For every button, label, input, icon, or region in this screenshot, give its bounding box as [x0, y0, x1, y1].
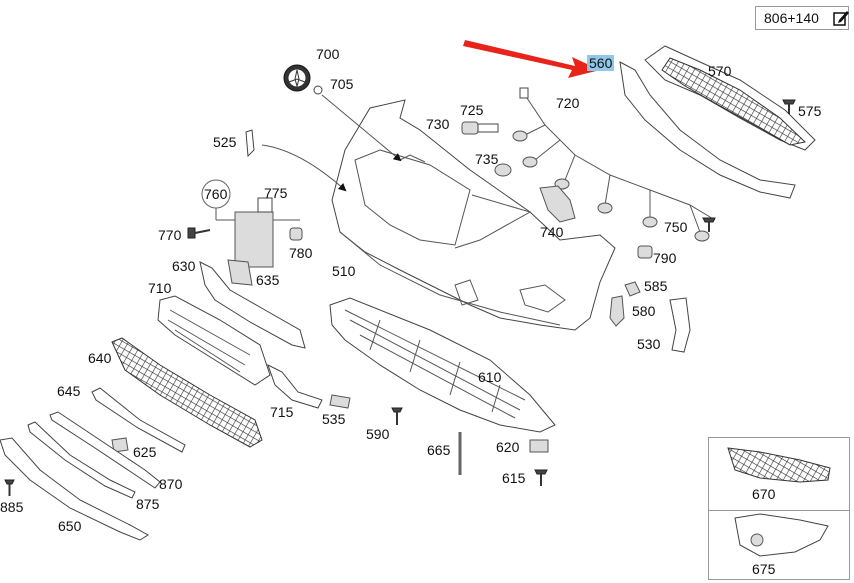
bracket-525 — [245, 129, 255, 158]
emblem-700 — [283, 64, 311, 92]
inset-box-670 — [708, 437, 850, 511]
clip-585 — [624, 281, 641, 297]
trim-715 — [267, 364, 323, 409]
label-740: 740 — [540, 224, 564, 240]
label-750: 750 — [664, 219, 688, 235]
label-580: 580 — [632, 303, 656, 319]
label-665: 665 — [427, 442, 451, 458]
label-560: 560 — [587, 55, 615, 71]
clip-535 — [329, 394, 351, 409]
screw-750 — [702, 217, 716, 232]
clip-705 — [313, 85, 323, 95]
bracket-insert-675 — [734, 513, 829, 557]
label-720: 720 — [556, 95, 580, 111]
label-710: 710 — [148, 280, 172, 296]
bracket-635 — [227, 259, 253, 286]
label-650: 650 — [58, 518, 82, 534]
label-675: 675 — [752, 561, 776, 577]
label-715: 715 — [270, 404, 294, 420]
label-630: 630 — [172, 258, 196, 274]
label-735: 735 — [475, 151, 499, 167]
trim-870 — [49, 411, 161, 489]
label-570: 570 — [708, 63, 732, 79]
label-870: 870 — [159, 476, 183, 492]
clip-790 — [637, 245, 653, 259]
label-610: 610 — [478, 369, 502, 385]
label-535: 535 — [322, 411, 346, 427]
carrier-710 — [157, 295, 271, 386]
inset-box-675 — [708, 509, 850, 580]
label-585: 585 — [644, 278, 668, 294]
label-770: 770 — [158, 227, 182, 243]
label-705: 705 — [330, 76, 354, 92]
label-775: 775 — [264, 185, 288, 201]
label-635: 635 — [256, 272, 280, 288]
sensors-725-730-735 — [461, 121, 512, 177]
label-885: 885 — [0, 499, 24, 515]
license-plate-bracket-760 — [201, 179, 303, 268]
trim-875 — [27, 421, 136, 499]
grille-570 — [619, 45, 816, 199]
edit-icon[interactable] — [833, 9, 849, 27]
label-725: 725 — [460, 102, 484, 118]
label-645: 645 — [57, 383, 81, 399]
label-510: 510 — [332, 263, 356, 279]
label-790: 790 — [653, 250, 677, 266]
label-590: 590 — [366, 426, 390, 442]
diagram-code-box: 806+140 — [755, 6, 849, 30]
clip-625 — [111, 437, 129, 453]
label-575: 575 — [798, 103, 822, 119]
grille-insert-670 — [727, 447, 831, 483]
bracket-630 — [199, 261, 306, 349]
screw-770 — [187, 227, 211, 239]
label-670: 670 — [752, 486, 776, 502]
label-615: 615 — [502, 470, 526, 486]
bracket-530 — [669, 297, 691, 353]
screw-590 — [391, 407, 403, 425]
label-760: 760 — [204, 186, 228, 202]
label-625: 625 — [133, 444, 157, 460]
clip-620 — [529, 439, 549, 453]
label-530: 530 — [637, 336, 661, 352]
spoiler-650 — [0, 437, 149, 541]
lower-grille-640 — [111, 337, 263, 448]
label-640: 640 — [88, 350, 112, 366]
screw-615 — [534, 469, 548, 486]
label-780: 780 — [289, 245, 313, 261]
clip-580 — [609, 295, 625, 327]
bracket-740 — [539, 185, 576, 223]
label-620: 620 — [496, 439, 520, 455]
label-700: 700 — [316, 46, 340, 62]
label-875: 875 — [136, 496, 160, 512]
undertray-610 — [329, 297, 556, 433]
screw-575 — [782, 99, 796, 114]
label-525: 525 — [213, 134, 237, 150]
highlight-arrow — [463, 40, 600, 78]
wiring-harness-720 — [512, 87, 716, 242]
label-730: 730 — [426, 116, 450, 132]
trim-strip-645 — [91, 387, 186, 453]
screw-885 — [4, 479, 15, 496]
diagram-code: 806+140 — [764, 10, 819, 26]
